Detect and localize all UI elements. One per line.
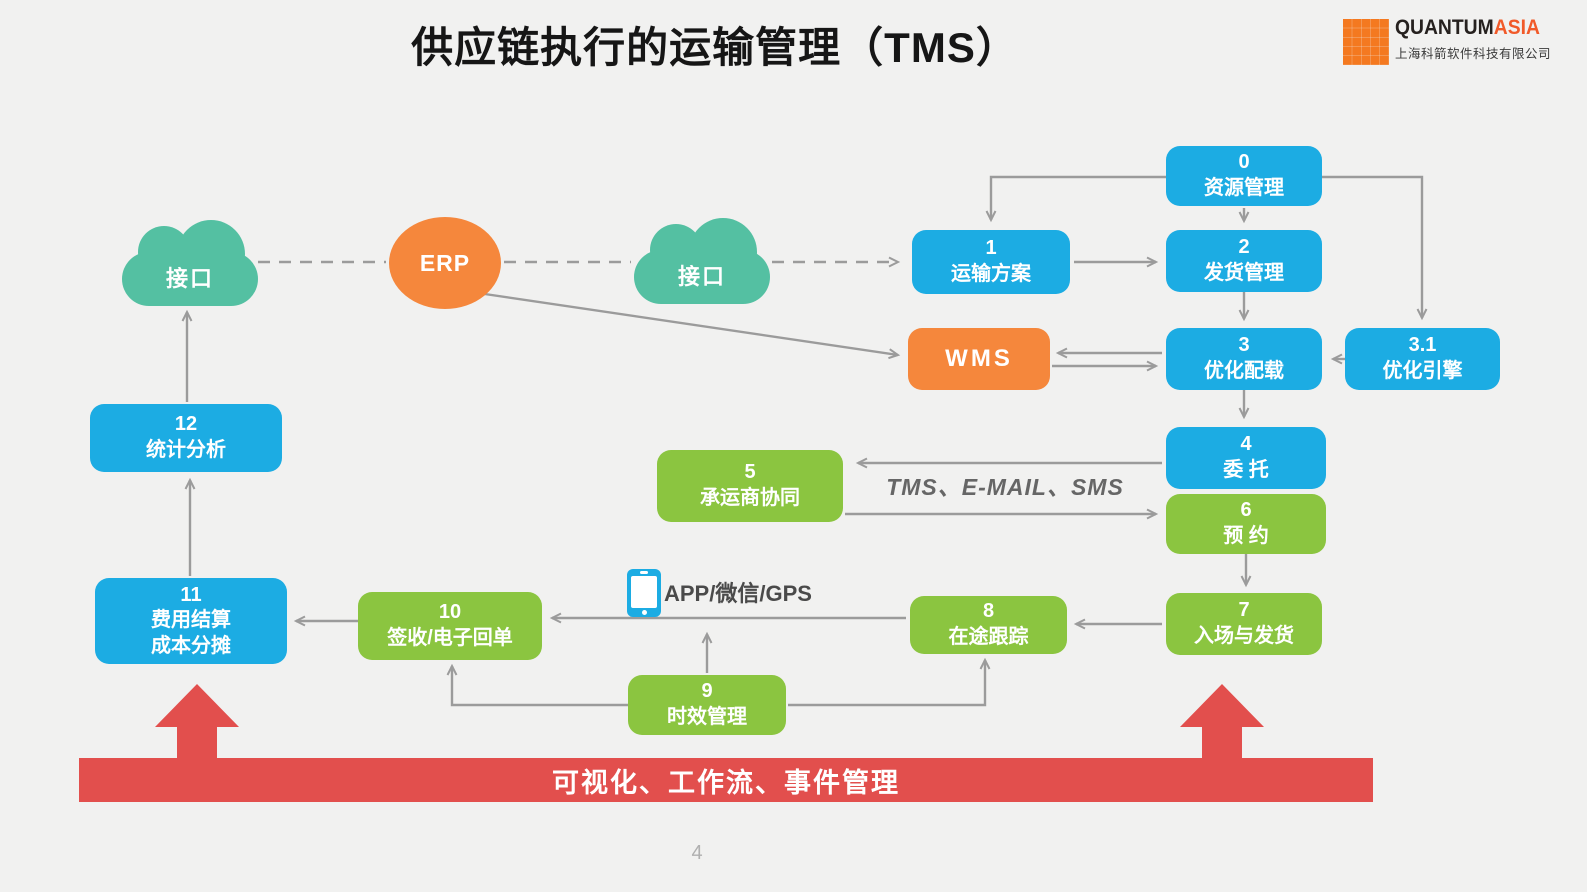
- node-label: 运输方案: [951, 263, 1031, 285]
- mobile-phone-icon: [627, 569, 661, 617]
- node-label: 签收/电子回单: [387, 627, 513, 649]
- node-label: 预 约: [1223, 525, 1269, 547]
- company-logo: QUANTUMASIA 上海科箭软件科技有限公司: [1343, 14, 1563, 70]
- node-number: 7: [1238, 599, 1250, 622]
- red-up-arrow-right: [1180, 684, 1264, 762]
- node-label: 资源管理: [1204, 177, 1284, 199]
- node-number: 5: [744, 461, 756, 484]
- node-wms: WMS: [908, 328, 1050, 390]
- node-number: 3.1: [1408, 334, 1437, 357]
- node-number: 1: [985, 237, 997, 260]
- cloud-label: 接口: [165, 266, 214, 291]
- node-number: 10: [438, 601, 462, 624]
- page-number: 4: [691, 842, 703, 864]
- logo-subtitle: 上海科箭软件科技有限公司: [1395, 47, 1552, 61]
- edge-b9-b10: [446, 663, 628, 707]
- node-3-load-optimization: 3 优化配载: [1166, 328, 1322, 390]
- channel-label: TMS、E-MAIL、SMS: [886, 474, 1124, 500]
- node-number: 9: [701, 680, 713, 703]
- edge-b0-b31: [1322, 175, 1428, 321]
- bottom-banner: 可视化、工作流、事件管理: [79, 758, 1373, 802]
- edge-b0-b1: [985, 175, 1166, 223]
- edge-erp-wms: [477, 291, 901, 360]
- phone-screen: [631, 576, 657, 608]
- node-number: 3: [1238, 334, 1250, 357]
- node-label: 在途跟踪: [948, 626, 1029, 648]
- node-label: WMS: [945, 344, 1013, 372]
- logo-grid-icon: [1343, 19, 1389, 65]
- node-number: 6: [1240, 499, 1252, 522]
- node-label: 优化引擎: [1382, 360, 1463, 382]
- node-label: 费用结算: [151, 609, 231, 632]
- node-0-resource-management: 0 资源管理: [1166, 146, 1322, 206]
- node-label: 时效管理: [667, 706, 747, 728]
- node-label: 发货管理: [1204, 262, 1284, 284]
- bottom-banner-label: 可视化、工作流、事件管理: [552, 767, 900, 798]
- phone-home-button: [641, 610, 647, 615]
- node-label: 入场与发货: [1194, 625, 1294, 647]
- node-11-cost-settlement: 11 费用结算 成本分摊: [95, 578, 287, 664]
- node-3-1-optimization-engine: 3.1 优化引擎: [1345, 328, 1500, 390]
- node-4-delegation: 4 委 托: [1166, 427, 1326, 489]
- logo-wordmark: QUANTUMASIA: [1395, 16, 1540, 40]
- node-6-appointment: 6 预 约: [1166, 494, 1326, 554]
- node-7-yard-and-dispatch: 7 入场与发货: [1166, 593, 1322, 655]
- node-erp: ERP: [389, 217, 501, 309]
- node-label: 优化配载: [1204, 360, 1284, 382]
- interface-cloud-left: 接口: [122, 220, 258, 306]
- red-up-arrow-left: [155, 684, 239, 762]
- node-12-statistics-analysis: 12 统计分析: [90, 404, 282, 472]
- node-label: 统计分析: [146, 439, 226, 461]
- page-title: 供应链执行的运输管理（TMS）: [411, 24, 1019, 71]
- node-label: ERP: [419, 249, 471, 276]
- node-number: 8: [982, 600, 995, 623]
- node-label-line2: 成本分摊: [151, 634, 231, 657]
- node-5-carrier-collaboration: 5 承运商协同: [657, 450, 843, 522]
- cloud-label: 接口: [677, 264, 726, 289]
- logo-primary-text: QUANTUM: [1395, 16, 1494, 39]
- node-8-in-transit-tracking: 8 在途跟踪: [910, 596, 1067, 654]
- edge-b9-b8: [788, 657, 991, 707]
- node-number: 0: [1238, 151, 1250, 174]
- node-number: 2: [1238, 236, 1250, 259]
- interface-cloud-middle: 接口: [634, 218, 770, 304]
- logo-accent-text: ASIA: [1493, 16, 1540, 39]
- app-wechat-gps-label: APP/微信/GPS: [664, 581, 812, 606]
- node-2-shipping-management: 2 发货管理: [1166, 230, 1322, 292]
- phone-speaker: [640, 571, 648, 574]
- node-label: 承运商协同: [700, 487, 800, 509]
- node-label: 委 托: [1223, 459, 1269, 481]
- node-number: 12: [174, 413, 198, 436]
- node-number: 4: [1240, 433, 1252, 456]
- node-9-lead-time-management: 9 时效管理: [628, 675, 786, 735]
- node-10-pod-receipt: 10 签收/电子回单: [358, 592, 542, 660]
- node-number: 11: [180, 583, 202, 606]
- logo-text: QUANTUMASIA 上海科箭软件科技有限公司: [1395, 16, 1553, 62]
- node-1-transport-plan: 1 运输方案: [912, 230, 1070, 294]
